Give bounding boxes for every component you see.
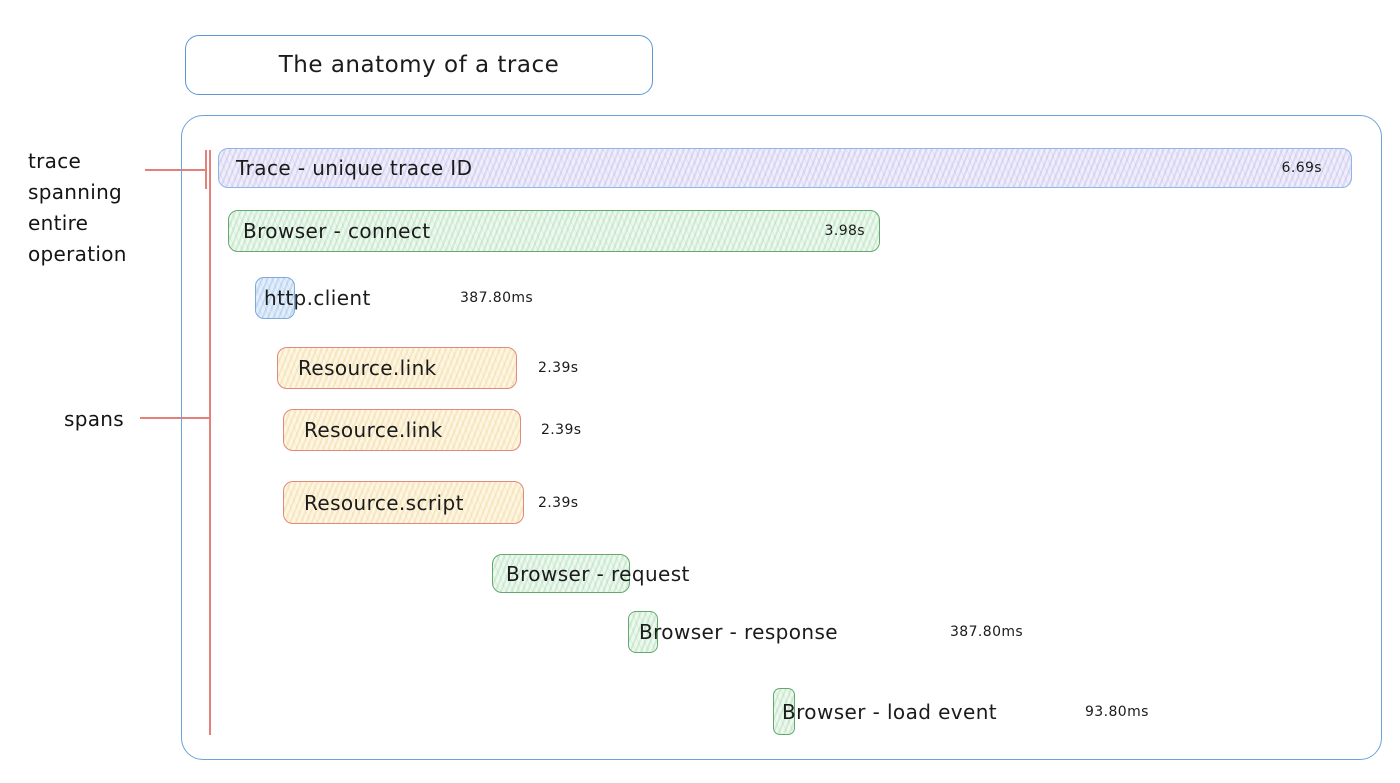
span-row-trace: Trace - unique trace ID 6.69s [218, 148, 1352, 188]
annotation-line-spans [140, 417, 210, 419]
browser-connect-bar [228, 210, 880, 252]
resource-script-duration: 2.39s [538, 494, 579, 511]
trace-label: Trace - unique trace ID [236, 156, 473, 180]
browser-request-label: Browser - request [506, 561, 690, 586]
span-row-resource-link-2: Resource.link 2.39s [283, 409, 581, 451]
resource-script-bar [283, 481, 524, 524]
resource-link-2-duration: 2.39s [541, 422, 582, 438]
annotation-line-trace [145, 169, 207, 171]
http-client-label: http.client [264, 286, 371, 310]
browser-load-event-duration: 93.80ms [1085, 703, 1149, 720]
resource-link-1-bar [277, 347, 517, 389]
trace-bar [218, 148, 1352, 188]
browser-load-event-label: Browser - load event [782, 699, 998, 724]
resource-link-2-bar [283, 409, 521, 451]
browser-connect-duration: 3.98s [824, 223, 865, 239]
span-row-http-client: http.client 387.80ms [255, 277, 533, 319]
browser-response-label: Browser - response [639, 620, 839, 644]
trace-container-outline [181, 115, 1382, 760]
resource-link-2-label: Resource.link [304, 418, 443, 442]
span-row-resource-link-1: Resource.link 2.39s [277, 347, 578, 389]
resource-script-label: Resource.script [304, 490, 464, 515]
browser-response-duration: 387.80ms [950, 624, 1024, 640]
browser-response-bar [628, 611, 658, 653]
annotation-trace-note: trace spanning entire operation [28, 149, 127, 266]
span-row-browser-response: Browser - response 387.80ms [628, 611, 1023, 653]
browser-connect-label: Browser - connect [243, 219, 431, 243]
annotation-line-trace-tick [205, 150, 207, 189]
browser-load-event-bar [773, 688, 795, 735]
span-row-browser-connect: Browser - connect 3.98s [228, 210, 880, 252]
annotation-line-vertical [209, 150, 211, 735]
http-client-bar [255, 277, 295, 319]
resource-link-1-duration: 2.39s [538, 360, 579, 376]
diagram-title: The anatomy of a trace [278, 52, 560, 78]
resource-link-1-label: Resource.link [298, 356, 437, 380]
span-row-browser-load-event: Browser - load event 93.80ms [773, 688, 1148, 735]
annotation-spans-note: spans [64, 407, 124, 431]
span-row-resource-script: Resource.script 2.39s [283, 481, 578, 524]
browser-request-bar [492, 554, 630, 593]
title-box: The anatomy of a trace [185, 35, 653, 95]
trace-duration: 6.69s [1281, 160, 1322, 176]
span-row-browser-request: Browser - request [492, 554, 689, 593]
http-client-duration: 387.80ms [460, 290, 534, 306]
